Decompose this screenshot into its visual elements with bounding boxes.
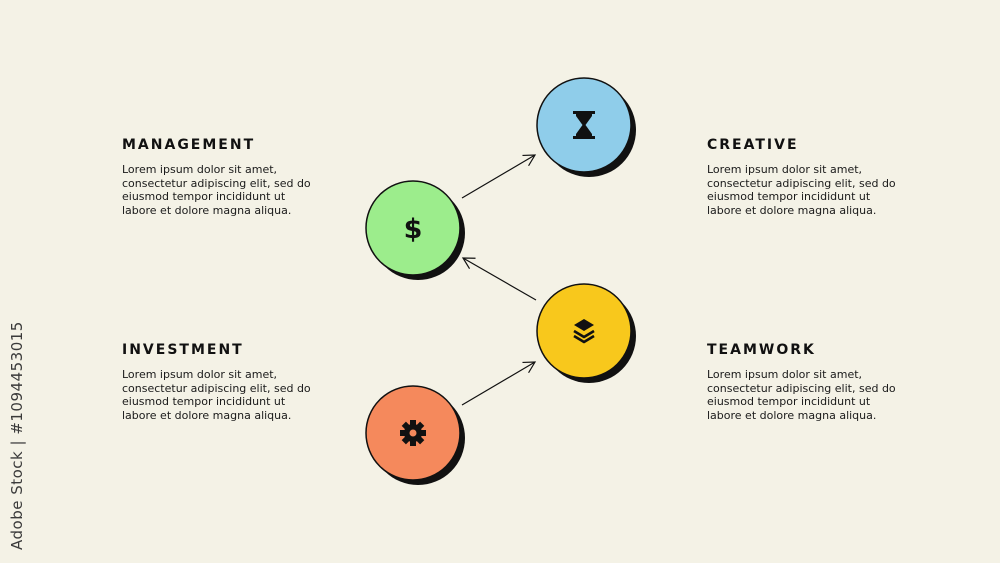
stock-watermark: Adobe Stock | #1094453015 [8,321,26,550]
gear-icon [400,420,426,446]
management-title: MANAGEMENT [122,137,256,153]
investment-block: INVESTMENT Lorem ipsum dolor sit amet, c… [122,342,322,422]
investment-node [365,385,465,485]
management-node: $ [365,180,465,280]
creative-block: CREATIVE Lorem ipsum dolor sit amet, con… [707,137,907,217]
investment-text: Lorem ipsum dolor sit amet, consectetur … [122,368,311,422]
creative-text: Lorem ipsum dolor sit amet, consectetur … [707,163,896,217]
layers-icon [573,319,595,344]
teamwork-title: TEAMWORK [707,342,816,358]
arrow-investment-to-teamwork [461,361,537,406]
creative-node [536,77,636,177]
management-text: Lorem ipsum dolor sit amet, consectetur … [122,163,311,217]
creative-title: CREATIVE [707,137,799,153]
arrow-teamwork-to-management [461,257,537,301]
management-block: MANAGEMENT Lorem ipsum dolor sit amet, c… [122,137,322,217]
dollar-icon: $ [404,214,423,245]
teamwork-node [536,283,636,383]
teamwork-block: TEAMWORK Lorem ipsum dolor sit amet, con… [707,342,907,422]
teamwork-text: Lorem ipsum dolor sit amet, consectetur … [707,368,896,422]
arrow-management-to-creative [461,154,537,199]
hourglass-icon [573,111,595,139]
management-circle [365,180,461,276]
investment-title: INVESTMENT [122,342,244,358]
